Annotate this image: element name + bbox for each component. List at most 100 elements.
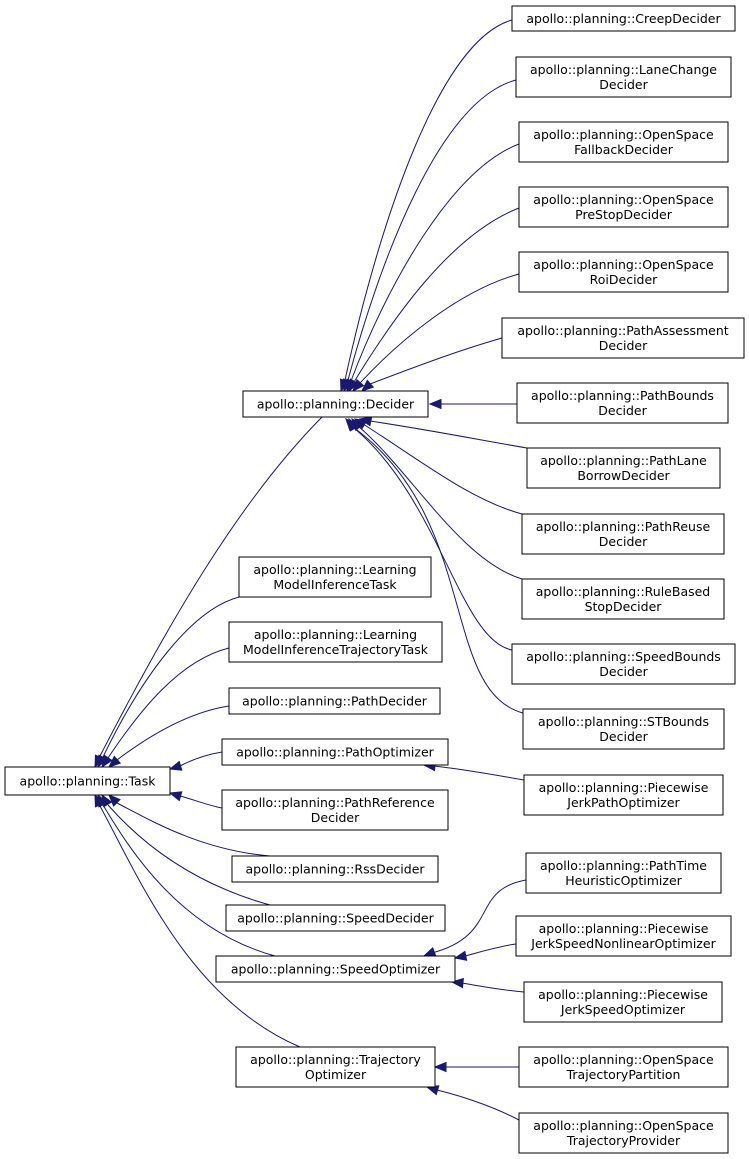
class-name-line: apollo::planning::SpeedOptimizer bbox=[231, 962, 441, 977]
inheritance-edge-path_decider-to-task bbox=[116, 705, 230, 761]
class-name-line: apollo::planning::PathReuse bbox=[536, 519, 711, 534]
class-name-line: Decider bbox=[598, 403, 647, 418]
class-box bbox=[225, 904, 446, 932]
class-node-decider[interactable]: apollo::planning::Decider bbox=[242, 390, 429, 418]
class-box bbox=[228, 621, 443, 663]
class-name-line: Decider bbox=[311, 810, 360, 825]
class-name-line: apollo::planning::OpenSpace bbox=[533, 257, 714, 272]
class-name-line: apollo::planning::SpeedDecider bbox=[237, 911, 434, 926]
class-name-line: BorrowDecider bbox=[577, 468, 670, 483]
class-box bbox=[521, 513, 725, 555]
class-name-line: apollo::planning::OpenSpace bbox=[533, 192, 714, 207]
class-box bbox=[238, 556, 432, 598]
arrowhead-path_decider-to-task bbox=[108, 755, 122, 768]
class-node-piecewise-jerk-speed[interactable]: apollo::planning::PiecewiseJerkSpeedOpti… bbox=[523, 981, 723, 1023]
class-name-line: apollo::planning::Piecewise bbox=[539, 921, 709, 936]
class-box bbox=[518, 121, 729, 163]
class-name-line: apollo::planning::Trajectory bbox=[250, 1052, 421, 1067]
class-name-line: apollo::planning::PathOptimizer bbox=[236, 745, 434, 760]
class-node-rss-decider[interactable]: apollo::planning::RssDecider bbox=[231, 855, 439, 883]
class-name-line: ModelInferenceTask bbox=[273, 577, 397, 592]
class-box bbox=[526, 447, 721, 489]
class-node-piecewise-jerk-speed-nonlinear[interactable]: apollo::planning::PiecewiseJerkSpeedNonl… bbox=[515, 915, 732, 957]
inheritance-edge-speed_optimizer-to-task bbox=[102, 804, 276, 957]
class-node-task[interactable]: apollo::planning::Task bbox=[4, 766, 171, 796]
class-name-line: Decider bbox=[599, 534, 648, 549]
arrowhead-path_assessment-to-decider bbox=[361, 379, 375, 392]
class-nodes: apollo::planning::Taskapollo::planning::… bbox=[4, 5, 745, 1154]
class-box bbox=[525, 852, 722, 894]
class-box bbox=[522, 708, 725, 750]
class-box bbox=[523, 774, 724, 816]
class-box bbox=[511, 643, 736, 685]
class-box bbox=[523, 981, 723, 1023]
class-box bbox=[515, 56, 732, 98]
class-node-speed-optimizer[interactable]: apollo::planning::SpeedOptimizer bbox=[215, 955, 456, 983]
class-name-line: JerkPathOptimizer bbox=[566, 795, 680, 810]
class-node-open-space-prestop[interactable]: apollo::planning::OpenSpacePreStopDecide… bbox=[518, 186, 729, 228]
class-name-line: apollo::planning::RssDecider bbox=[245, 862, 425, 877]
inheritance-edge-piecewise_jerk_speed_nonlinear-to-speed_optimizer bbox=[464, 943, 517, 957]
inheritance-edge-lane_change-to-decider bbox=[347, 79, 517, 381]
inheritance-edge-open_space_prestop-to-decider bbox=[353, 207, 520, 383]
class-box bbox=[518, 1112, 729, 1154]
class-node-creep-decider[interactable]: apollo::planning::CreepDecider bbox=[511, 5, 736, 32]
class-node-path-decider[interactable]: apollo::planning::PathDecider bbox=[228, 687, 441, 715]
class-node-open-space-traj-provider[interactable]: apollo::planning::OpenSpaceTrajectoryPro… bbox=[518, 1112, 729, 1154]
inheritance-edge-rule_based_stop-to-decider bbox=[357, 425, 523, 580]
inheritance-edge-piecewise_jerk_speed-to-speed_optimizer bbox=[461, 982, 525, 993]
inheritance-edge-path_time_heuristic-to-speed_optimizer bbox=[431, 879, 527, 954]
class-box bbox=[521, 578, 725, 620]
class-node-learning-model-traj[interactable]: apollo::planning::LearningModelInference… bbox=[228, 621, 443, 663]
class-node-piecewise-jerk-path[interactable]: apollo::planning::PiecewiseJerkPathOptim… bbox=[523, 774, 724, 816]
class-name-line: apollo::planning::Piecewise bbox=[539, 780, 709, 795]
class-node-open-space-fallback[interactable]: apollo::planning::OpenSpaceFallbackDecid… bbox=[518, 121, 729, 163]
class-name-line: apollo::planning::PathReference bbox=[235, 795, 435, 810]
class-box bbox=[221, 789, 449, 831]
class-name-line: FallbackDecider bbox=[574, 142, 674, 157]
class-node-learning-model[interactable]: apollo::planning::LearningModelInference… bbox=[238, 556, 432, 598]
class-name-line: apollo::planning::Learning bbox=[254, 627, 417, 642]
class-name-line: Decider bbox=[599, 77, 648, 92]
class-box bbox=[516, 382, 729, 424]
class-box bbox=[518, 186, 729, 228]
class-name-line: apollo::planning::PathLane bbox=[540, 453, 707, 468]
inheritance-edge-learning_model_traj-to-task bbox=[107, 647, 230, 759]
class-box bbox=[228, 687, 441, 715]
class-name-line: apollo::planning::SpeedBounds bbox=[526, 649, 721, 664]
class-name-line: JerkSpeedNonlinearOptimizer bbox=[530, 936, 716, 951]
class-box bbox=[501, 317, 745, 359]
inheritance-edge-st_bounds-to-decider bbox=[352, 426, 524, 714]
class-box bbox=[515, 915, 732, 957]
class-node-open-space-traj-partition[interactable]: apollo::planning::OpenSpaceTrajectoryPar… bbox=[518, 1046, 729, 1088]
class-name-line: apollo::planning::PathBounds bbox=[531, 388, 714, 403]
inheritance-edge-creep_decider-to-decider bbox=[344, 19, 513, 381]
class-name-line: RoiDecider bbox=[590, 272, 659, 287]
inheritance-edge-speed_bounds-to-decider bbox=[353, 427, 513, 651]
class-node-path-optimizer[interactable]: apollo::planning::PathOptimizer bbox=[221, 738, 449, 766]
arrowhead-path_time_heuristic-to-speed_optimizer bbox=[422, 947, 437, 957]
class-node-speed-decider[interactable]: apollo::planning::SpeedDecider bbox=[225, 904, 446, 932]
inheritance-edge-path_reference-to-task bbox=[179, 795, 223, 809]
inheritance-edge-path_assessment-to-decider bbox=[369, 337, 503, 385]
class-name-line: StopDecider bbox=[585, 599, 663, 614]
class-name-line: apollo::planning::STBounds bbox=[538, 714, 709, 729]
arrowhead-open_space_roi-to-decider bbox=[352, 378, 365, 392]
arrowhead-learning_model_traj-to-task bbox=[101, 754, 113, 769]
class-box bbox=[4, 766, 171, 796]
class-name-line: apollo::planning::PathAssessment bbox=[517, 323, 728, 338]
inheritance-edge-path_optimizer-to-task bbox=[179, 751, 223, 767]
class-node-path-time-heuristic[interactable]: apollo::planning::PathTimeHeuristicOptim… bbox=[525, 852, 722, 894]
